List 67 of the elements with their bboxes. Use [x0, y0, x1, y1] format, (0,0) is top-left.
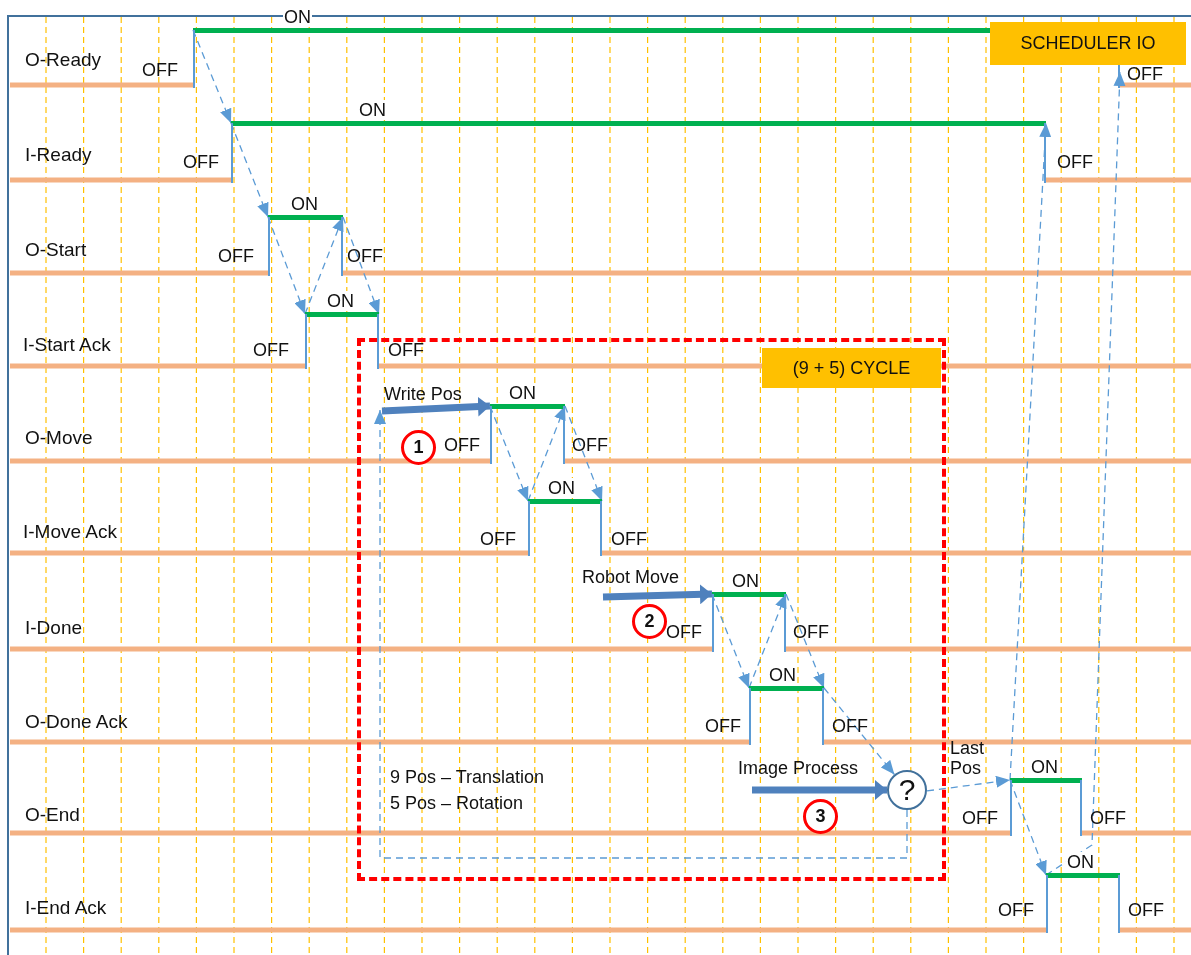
- signal-pulse: ON: [1010, 756, 1082, 836]
- signal-pulse: ON: [1046, 851, 1120, 933]
- step-number: 3: [803, 799, 838, 834]
- signal-pulse: ON: [528, 477, 602, 556]
- state-label: OFF: [1128, 900, 1164, 920]
- handshake-arrow: [192, 29, 232, 124]
- handshake-arrow: [785, 593, 825, 689]
- signal-name: I-Start Ack: [23, 335, 111, 355]
- state-label: OFF: [480, 529, 516, 549]
- signal-name: O-Start: [25, 240, 87, 260]
- signal-name: I-End Ack: [25, 898, 107, 918]
- signal-pulse: ON: [231, 99, 1046, 183]
- handshake-arrow: [267, 216, 306, 315]
- state-label: OFF: [572, 435, 608, 455]
- handshake-arrow: [342, 216, 380, 315]
- state-label: OFF: [347, 246, 383, 266]
- state-label: OFF: [444, 435, 480, 455]
- handshake-arrow: [230, 122, 269, 218]
- state-label: OFF: [142, 60, 178, 80]
- signal-name: O-End: [25, 805, 80, 825]
- state-label: OFF: [1127, 64, 1163, 84]
- signal-pulse: ON: [305, 290, 379, 369]
- signal-name: O-Move: [25, 428, 93, 448]
- edge-label: Last Pos: [950, 738, 986, 778]
- decision-circle: ?: [887, 770, 927, 810]
- signal-name: I-Done: [25, 618, 83, 638]
- state-label: OFF: [253, 340, 289, 360]
- state-label: OFF: [793, 622, 829, 642]
- signal-name: O-Ready: [25, 50, 102, 70]
- tag-label: (9 + 5) CYCLE: [762, 348, 941, 388]
- loop-region: [357, 338, 946, 881]
- handshake-arrow: [374, 409, 908, 859]
- handshake-arrow: [489, 405, 529, 502]
- handshake-arrow: [1009, 122, 1052, 781]
- state-label: OFF: [666, 622, 702, 642]
- handshake-arrow: [1009, 779, 1047, 876]
- note-text: 9 Pos – Translation: [390, 767, 545, 787]
- signal-pulse: ON: [490, 382, 565, 464]
- state-label: OFF: [1057, 152, 1093, 172]
- step-number: 1: [401, 430, 436, 465]
- state-label: OFF: [388, 340, 424, 360]
- signal-name: O-Done Ack: [25, 712, 128, 732]
- signal-name: I-Ready: [25, 145, 92, 165]
- state-label: OFF: [705, 716, 741, 736]
- signal-pulse: ON: [712, 570, 786, 652]
- state-label: OFF: [832, 716, 868, 736]
- edge-label: Robot Move: [582, 567, 680, 587]
- state-label: OFF: [183, 152, 219, 172]
- edge-label: Image Process: [738, 758, 859, 778]
- handshake-arrow: [711, 593, 750, 689]
- handshake-arrow: [823, 687, 896, 776]
- state-label: OFF: [962, 808, 998, 828]
- process-arrow: [602, 584, 713, 605]
- step-number: 2: [632, 604, 667, 639]
- state-label: OFF: [998, 900, 1034, 920]
- state-label: OFF: [218, 246, 254, 266]
- process-arrow: [381, 396, 491, 417]
- note-text: 5 Pos – Rotation: [390, 793, 524, 813]
- handshake-arrow: [926, 775, 1011, 792]
- state-label: OFF: [1090, 808, 1126, 828]
- signal-pulse: ON: [268, 193, 343, 276]
- state-label: OFF: [611, 529, 647, 549]
- signal-pulse: ON: [749, 664, 824, 745]
- handshake-arrow: [564, 405, 603, 502]
- edge-label: Write Pos: [384, 384, 462, 404]
- tag-label: SCHEDULER IO: [990, 22, 1186, 65]
- signal-name: I-Move Ack: [23, 522, 117, 542]
